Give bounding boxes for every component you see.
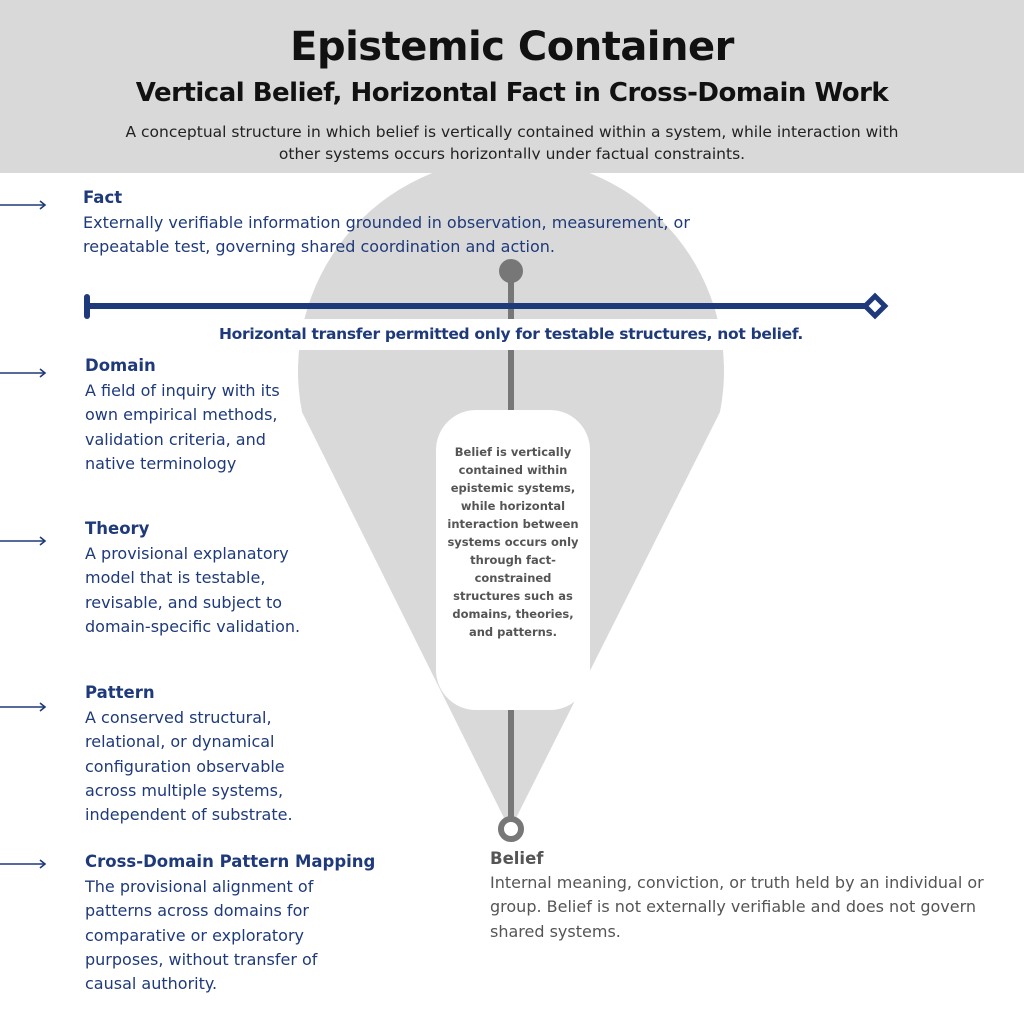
term-theory-text: A provisional explanatory model that is … (85, 544, 301, 636)
term-fact-title: Fact (83, 188, 123, 207)
arrow-icon-theory (0, 536, 47, 546)
top-node-icon (499, 259, 523, 283)
term-mapping-text: The provisional alignment of patterns ac… (85, 877, 318, 994)
page-description: A conceptual structure in which belief i… (125, 123, 899, 163)
arrow-icon-domain (0, 368, 47, 378)
term-mapping-title: Cross-Domain Pattern Mapping (85, 852, 376, 871)
term-fact: Fact Externally verifiable information g… (83, 187, 703, 260)
term-fact-text: Externally verifiable information ground… (83, 213, 690, 257)
term-cross-domain-mapping: Cross-Domain Pattern Mapping The provisi… (85, 851, 405, 996)
arrow-icon-fact (0, 200, 47, 210)
horizontal-caption: Horizontal transfer permitted only for t… (200, 319, 822, 350)
fact-line-diamond-icon (861, 292, 889, 320)
page-subtitle: Vertical Belief, Horizontal Fact in Cros… (135, 78, 889, 108)
term-domain-text: A field of inquiry with its own empirica… (85, 381, 280, 473)
bottom-node-icon (498, 816, 524, 842)
arrow-icon-mapping (0, 859, 47, 869)
term-domain-title: Domain (85, 356, 156, 375)
term-belief-text: Internal meaning, conviction, or truth h… (490, 873, 984, 941)
term-belief-title: Belief (490, 849, 544, 868)
term-theory-title: Theory (85, 519, 150, 538)
term-pattern: Pattern A conserved structural, relation… (85, 682, 335, 827)
arrow-icons (0, 200, 47, 869)
arrow-icon-pattern (0, 702, 47, 712)
term-pattern-title: Pattern (85, 683, 155, 702)
page-title: Epistemic Container (290, 24, 734, 70)
term-theory: Theory A provisional explanatory model t… (85, 518, 310, 639)
term-domain: Domain A field of inquiry with its own e… (85, 355, 310, 476)
term-belief: Belief Internal meaning, conviction, or … (490, 848, 990, 944)
center-explanation-box: Belief is vertically contained within ep… (436, 410, 590, 710)
term-pattern-text: A conserved structural, relational, or d… (85, 708, 293, 825)
header: Epistemic Container Vertical Belief, Hor… (0, 0, 1024, 173)
